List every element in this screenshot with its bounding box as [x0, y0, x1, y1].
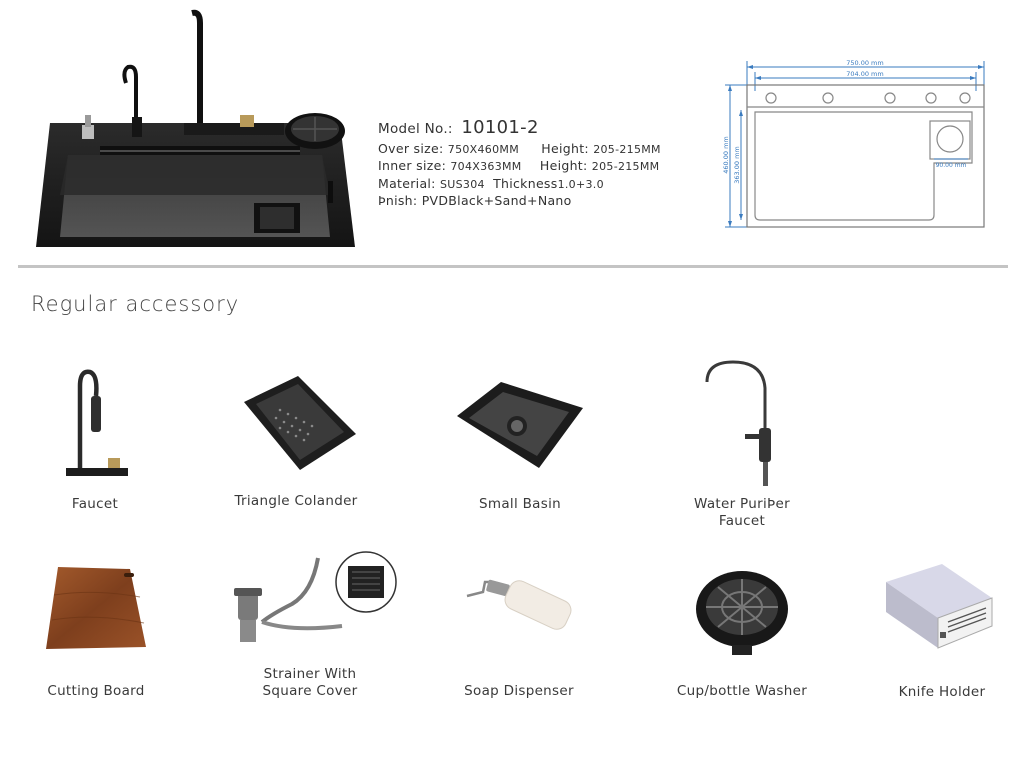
cup-washer-icon	[696, 571, 788, 655]
cup-diameter-dim: 90.00 mm	[936, 162, 967, 169]
material-value: SUS304	[439, 178, 485, 191]
accessory-label-strainer: Strainer With Square Cover	[250, 666, 370, 700]
inner-size-line: Inner size: 704X363MM Height: 205-215MM	[378, 158, 659, 173]
cutting-board-icon	[46, 567, 146, 649]
model-line: Model No.: 10101-2	[378, 117, 539, 138]
soap-dispenser-icon	[466, 579, 572, 630]
inner-depth-dim: 363.00 mm	[733, 146, 741, 183]
section-title: Regular accessory	[31, 292, 240, 316]
inner-size-label: Inner size:	[378, 158, 447, 173]
water-faucet-label-line1: Water PuriÞer	[694, 496, 790, 512]
accessory-label-knife-holder: Knife Holder	[898, 684, 986, 700]
over-size-value: 750X460MM	[447, 143, 519, 156]
strainer-icon	[234, 551, 397, 642]
over-height-value: 205-215MM	[593, 143, 661, 156]
over-size-label: Over size:	[378, 141, 444, 156]
inner-width-dim: 704.00 mm	[846, 70, 883, 78]
outer-width-dim: 750.00 mm	[846, 59, 883, 67]
material-label: Material:	[378, 176, 436, 191]
inner-size-value: 704X363MM	[450, 160, 522, 173]
thickness-value: 1.0+3.0	[557, 178, 604, 191]
strainer-label-line2: Square Cover	[262, 683, 358, 699]
over-height-label: Height:	[541, 141, 589, 156]
accessory-label-cup-washer: Cup/bottle Washer	[676, 683, 808, 699]
basin-icon	[457, 382, 583, 468]
sink-product-image	[36, 9, 355, 247]
thickness-label: Thickness	[493, 176, 558, 191]
accessory-label-water-faucet: Water PuriÞer Faucet	[682, 496, 802, 530]
water-faucet-icon	[705, 360, 771, 486]
faucet-icon	[66, 369, 128, 476]
outer-depth-dim: 460.00 mm	[722, 136, 730, 173]
finish-line: Þnish: PVDBlack+Sand+Nano	[378, 193, 572, 208]
water-faucet-label-line2: Faucet	[718, 513, 766, 529]
accessory-label-small-basin: Small Basin	[479, 496, 561, 512]
inner-height-value: 205-215MM	[591, 160, 660, 173]
colander-icon	[244, 376, 356, 470]
technical-drawing: 750.00 mm 704.00 mm 90.00 mm 460.00 mm 3…	[722, 59, 985, 228]
strainer-label-line1: Strainer With	[263, 666, 357, 682]
accessory-label-cutting-board: Cutting Board	[47, 683, 145, 699]
model-label: Model No.:	[378, 121, 453, 137]
accessory-label-faucet: Faucet	[71, 496, 119, 512]
section-divider	[18, 265, 1008, 268]
finish-value: PVDBlack+Sand+Nano	[421, 193, 572, 208]
finish-label: Þnish:	[378, 193, 418, 208]
model-number: 10101-2	[461, 117, 539, 138]
material-line: Material: SUS304 Thickness1.0+3.0	[378, 176, 604, 191]
inner-height-label: Height:	[539, 158, 588, 173]
accessory-label-triangle-colander: Triangle Colander	[234, 493, 358, 509]
over-size-line: Over size: 750X460MM Height: 205-215MM	[378, 141, 661, 156]
knife-holder-icon	[886, 564, 993, 649]
accessory-label-soap-dispenser: Soap Dispenser	[464, 683, 574, 699]
